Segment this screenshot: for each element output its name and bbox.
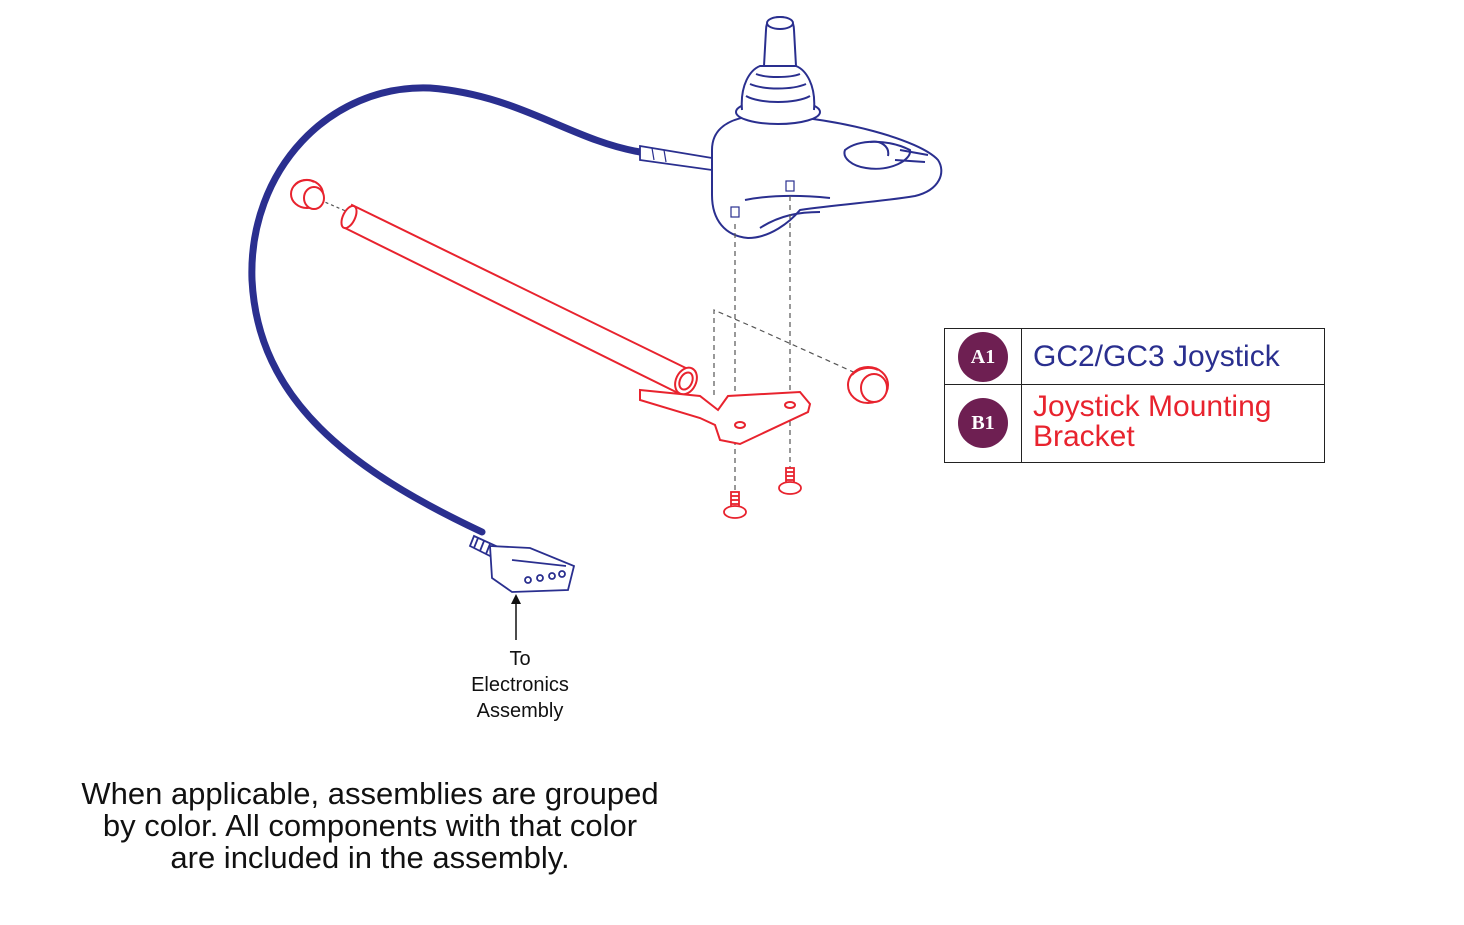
assembly-guides [319, 196, 861, 492]
note-line-3: are included in the assembly. [170, 840, 570, 875]
screw-right [778, 467, 802, 495]
badge-b1: B1 [958, 398, 1008, 448]
callout-line-1: To [509, 648, 531, 670]
mounting-bracket-plate [639, 388, 812, 446]
callout-line-3: Assembly [476, 700, 564, 722]
callout-line-2: Electronics [471, 674, 569, 696]
legend-row-a1: A1 GC2/GC3 Joystick [945, 329, 1324, 385]
mounting-tube [340, 203, 698, 396]
connector-callout: To Electronics Assembly [440, 646, 600, 724]
arrow-up-icon [511, 594, 521, 640]
joystick-cable [248, 84, 713, 536]
badge-a1: A1 [958, 332, 1008, 382]
note-line-2: by color. All components with that color [102, 808, 638, 843]
cable-connector [468, 534, 576, 593]
legend-label-a1: GC2/GC3 Joystick [1033, 340, 1280, 373]
parts-legend: A1 GC2/GC3 Joystick B1 Joystick Mounting… [944, 328, 1325, 463]
joystick-body [711, 15, 943, 240]
legend-row-b1: B1 Joystick Mounting Bracket [945, 385, 1324, 462]
assembly-note: When applicable, assemblies are grouped … [40, 778, 700, 874]
legend-label-b1: Joystick Mounting Bracket [1033, 390, 1272, 453]
end-cap-right [847, 366, 889, 404]
end-cap-left [290, 178, 325, 210]
screw-left [723, 491, 747, 519]
note-line-1: When applicable, assemblies are grouped [81, 776, 659, 811]
